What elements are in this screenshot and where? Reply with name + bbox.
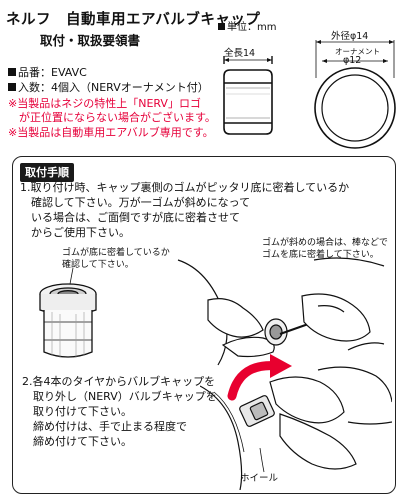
tighten-arrow-icon [227, 354, 292, 401]
spec-text: 入数：4個入（NERVオーナメント付） [18, 81, 209, 94]
step2-line: 締め付けて下さい。 [33, 435, 132, 448]
callout-slanted: ゴムが斜めの場合は、棒などで ゴムを底に密着して下さい。 [262, 238, 388, 260]
ornament-label: オーナメント [335, 47, 380, 56]
dimension-diagram [223, 40, 396, 149]
spec-quantity: 入数：4個入（NERVオーナメント付） [8, 79, 209, 95]
illustration-step1 [39, 257, 385, 366]
square-bullet-icon [8, 83, 16, 91]
warning-line: が正位置にならない場合がございます。 [8, 111, 216, 124]
illustration-step2 [200, 354, 392, 490]
ornament-diameter-label: φ12 [343, 55, 362, 66]
step2-line: 取り外し（NERV）バルブキャップを [33, 390, 217, 403]
hand-stick-illustration [177, 257, 385, 366]
step1-line: からご使用下さい。 [31, 226, 130, 239]
instruction-panel [12, 156, 396, 494]
document-title: ネルフ 自動車用エアバルブキャップ [6, 12, 261, 28]
warning-line: ※当製品は自動車用エアバルブ専用です。 [8, 126, 214, 139]
callout-flat: ゴムが底に密着しているか 確認して下さい。 [62, 248, 170, 270]
document-subtitle: 取付・取扱要領書 [40, 33, 141, 48]
cap-top-view [314, 40, 396, 149]
spec-product-number: 品番：EVAVC [8, 64, 87, 80]
step1-line: 確認して下さい。万が一ゴムが斜めになって [31, 196, 251, 209]
instruction-badge: 取付手順 [20, 163, 74, 182]
unit-label: 単位：mm [218, 18, 276, 33]
step1-line: いる場合は、ご面倒ですが底に密着させて [31, 211, 240, 224]
step2-line: 取り付けて下さい。 [33, 405, 132, 418]
outer-diameter-label: 外径φ14 [331, 31, 369, 42]
warning-line: ※当製品はネジの特性上「NERV」ロゴ [8, 97, 201, 110]
step2-line: 2.各4本のタイヤからバルブキャップを [22, 375, 216, 388]
square-bullet-icon [8, 68, 16, 76]
wheel-label: ホイール [240, 473, 279, 484]
wheel-valve-illustration [200, 366, 392, 490]
step2-line: 締め付けは、手で止まる程度で [33, 420, 187, 433]
spec-text: 品番：EVAVC [18, 66, 87, 79]
square-bullet-icon [218, 23, 225, 30]
cap-underside-illustration [39, 267, 97, 358]
step1-line: 1.取り付け時、キャップ裏側のゴムがピッタリ底に密着しているか [20, 181, 350, 194]
cap-side-view [223, 56, 273, 135]
length-label: 全長14 [224, 48, 256, 59]
